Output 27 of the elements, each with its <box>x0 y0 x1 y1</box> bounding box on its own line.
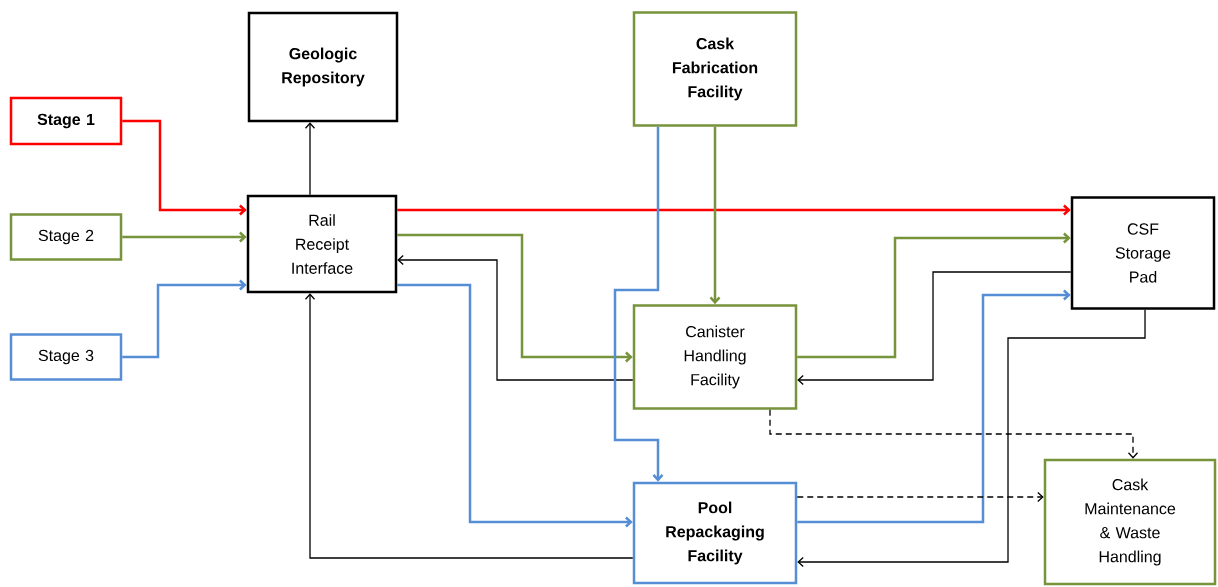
process-box: CSF Storage Pad <box>1070 196 1216 310</box>
arrow <box>304 122 316 196</box>
arrow <box>613 126 664 482</box>
arrow <box>797 271 1072 386</box>
arrow <box>797 232 1071 359</box>
arrow <box>797 289 1071 524</box>
process-box: Cask Fabrication Facility <box>632 11 798 127</box>
arrow <box>397 283 633 528</box>
arrow <box>796 491 1044 503</box>
arrow <box>397 204 1071 216</box>
process-box: Canister Handling Facility <box>632 304 798 410</box>
arrow <box>797 309 1146 568</box>
arrow <box>709 126 721 305</box>
process-box: Stage 1 <box>9 96 123 146</box>
arrow <box>397 254 634 381</box>
arrow <box>122 231 247 243</box>
process-box: Geologic Repository <box>247 11 399 123</box>
arrow <box>122 119 247 216</box>
process-box: Cask Maintenance & Waste Handling <box>1043 458 1217 586</box>
arrow <box>304 293 634 559</box>
process-box: Stage 2 <box>9 213 123 261</box>
arrow <box>769 409 1139 459</box>
arrow <box>397 233 633 363</box>
process-box: Rail Receipt Interface <box>246 194 398 294</box>
process-box: Stage 3 <box>9 333 123 381</box>
arrow <box>122 279 247 359</box>
process-box: Pool Repackaging Facility <box>632 481 798 585</box>
